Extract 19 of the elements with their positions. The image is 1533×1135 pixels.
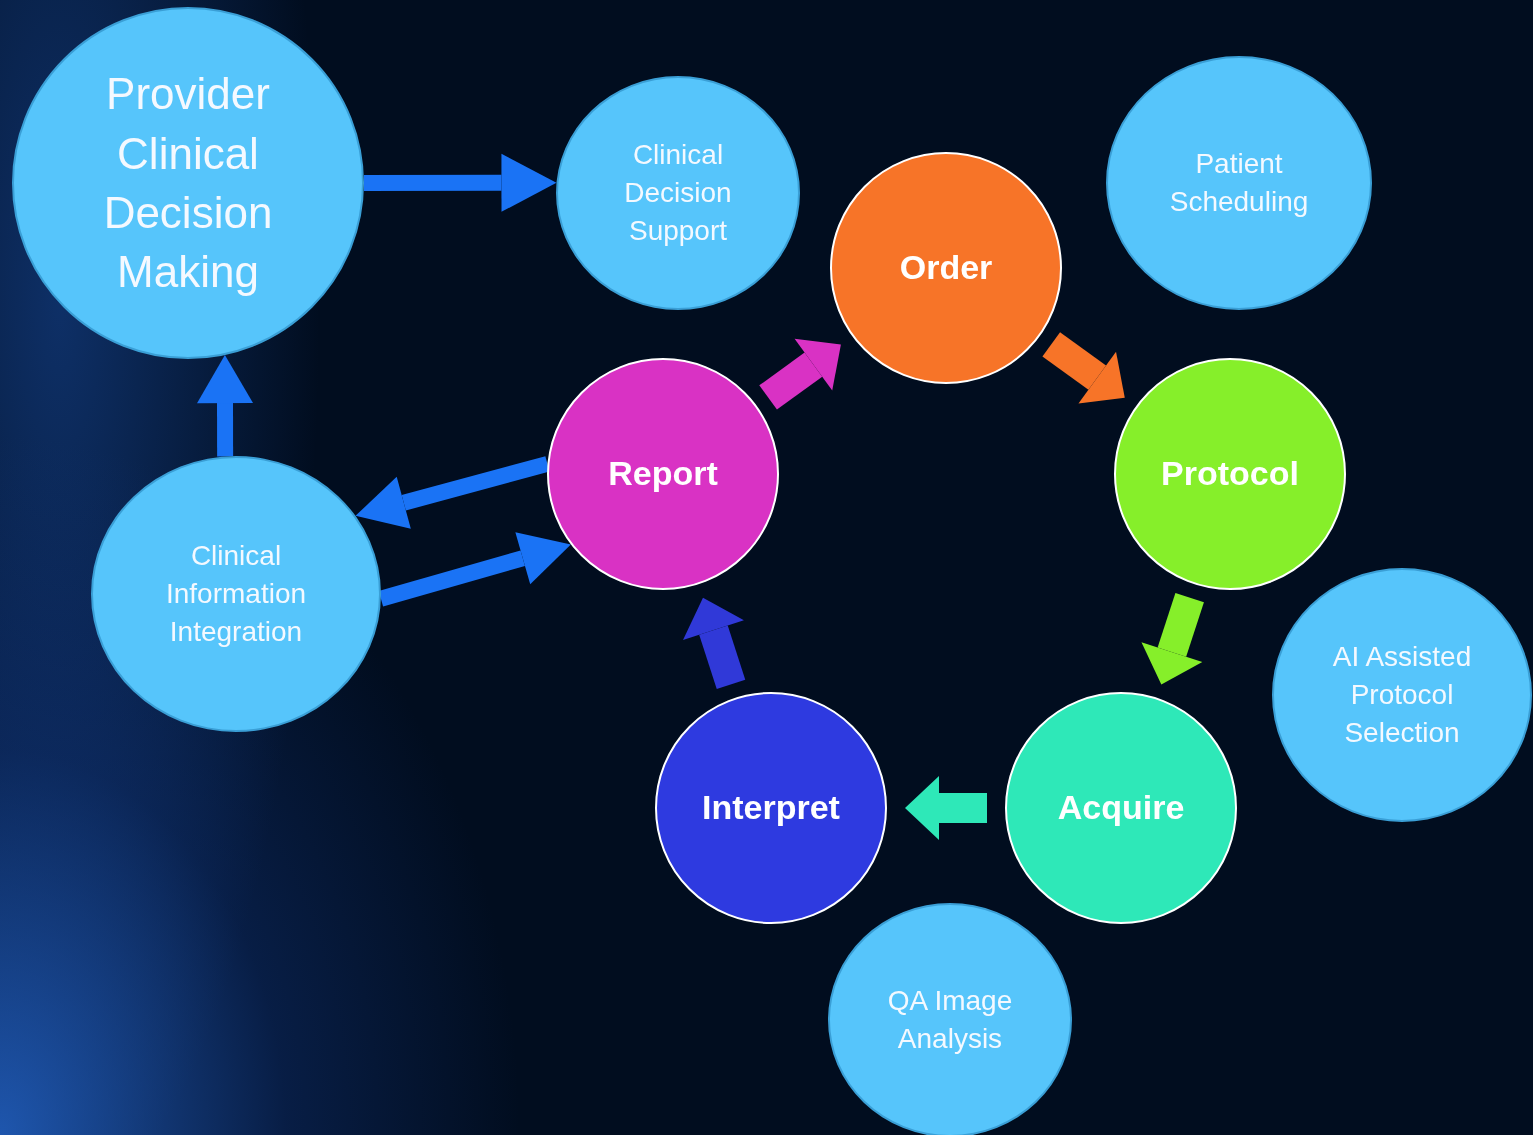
node-label: Clinical Information Integration — [164, 539, 308, 649]
node-label: AI Assisted Protocol Selection — [1331, 640, 1473, 750]
node-label: Order — [899, 249, 993, 287]
arrow — [759, 338, 841, 410]
node-label: Interpret — [702, 789, 840, 827]
arrow — [364, 153, 557, 212]
arrow — [197, 355, 253, 457]
arrow — [1042, 332, 1125, 404]
node-label: Clinical Decision Support — [623, 138, 733, 248]
node-label: Acquire — [1057, 789, 1185, 827]
node-label: Report — [608, 455, 718, 493]
arrow — [905, 776, 987, 840]
node-label: Patient Scheduling — [1168, 147, 1310, 219]
node-label: Provider Clinical Decision Making — [102, 68, 274, 299]
arrow — [1141, 592, 1204, 685]
arrow — [683, 597, 746, 689]
arrow — [355, 456, 550, 529]
node-label: Protocol — [1161, 455, 1299, 493]
node-label: QA Image Analysis — [886, 984, 1014, 1056]
